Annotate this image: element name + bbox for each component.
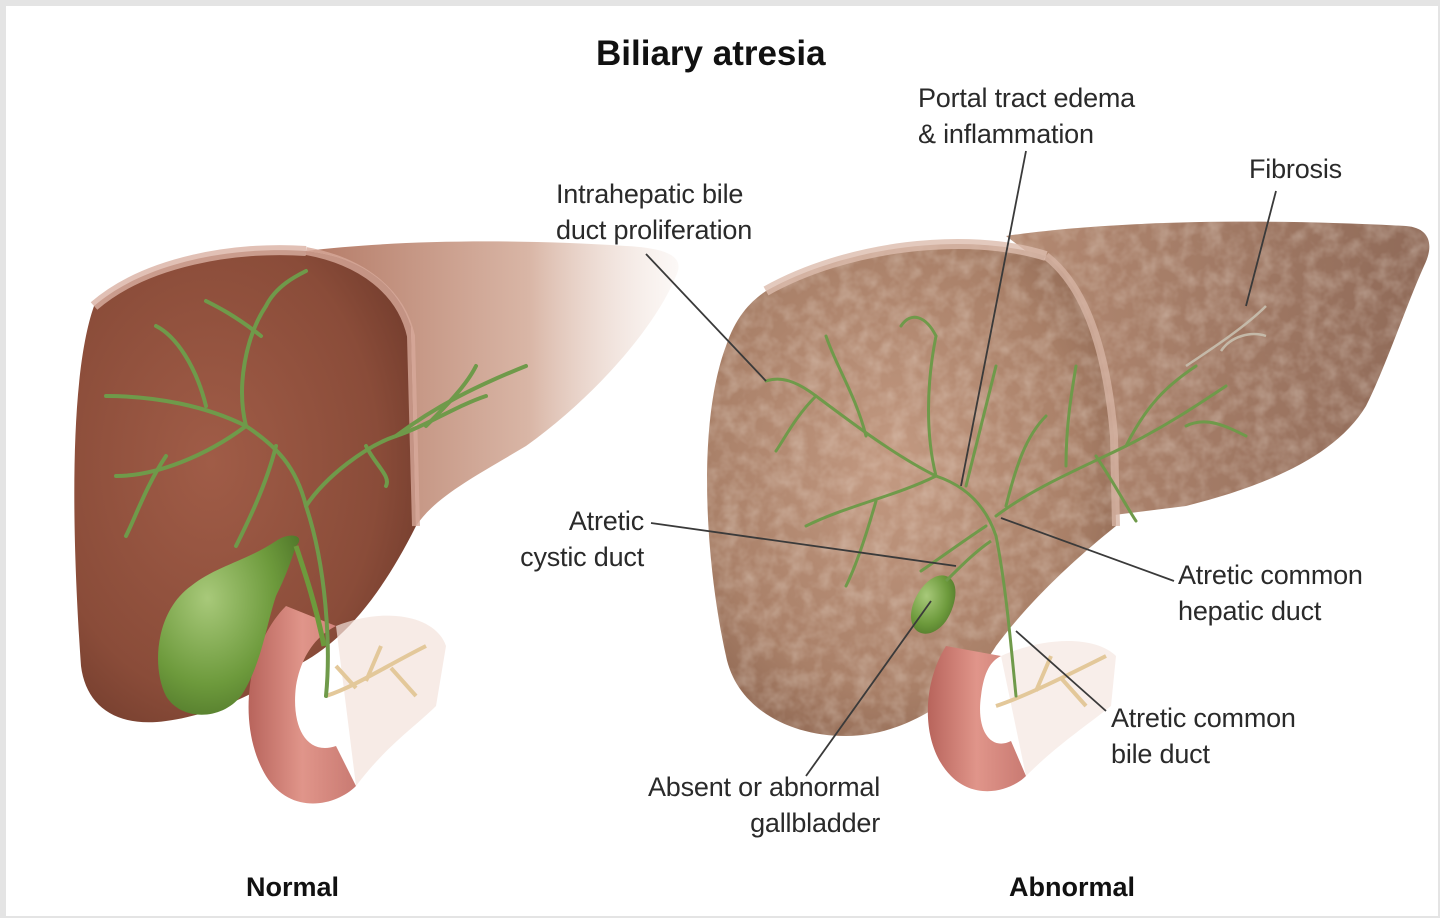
label-common-bile: Atretic common bile duct	[1111, 700, 1296, 772]
leader-gallbladder	[805, 600, 932, 777]
label-common-hepatic-line2: hepatic duct	[1178, 596, 1322, 626]
label-intrahepatic-line2: duct proliferation	[556, 215, 753, 245]
normal-gallbladder	[158, 535, 327, 715]
label-gallbladder: Absent or abnormal gallbladder	[566, 769, 880, 841]
fibrotic-ducts	[1185, 305, 1267, 368]
abnormal-liver-texture	[707, 221, 1430, 736]
normal-pancreatic-duct	[325, 644, 427, 698]
label-cystic-duct-line1: Atretic	[568, 506, 644, 536]
label-common-bile-line1: Atretic common	[1111, 703, 1296, 733]
abnormal-liver	[707, 221, 1430, 736]
leader-common-bile	[1015, 630, 1107, 712]
label-gallbladder-line2: gallbladder	[750, 808, 880, 838]
leader-lines	[645, 150, 1277, 777]
label-intrahepatic: Intrahepatic bile duct proliferation	[556, 176, 752, 248]
label-fibrosis: Fibrosis	[1249, 151, 1342, 187]
caption-abnormal: Abnormal	[1009, 872, 1136, 902]
normal-falciform-edge	[305, 247, 420, 527]
label-common-bile-line2: bile duct	[1111, 739, 1210, 769]
label-intrahepatic-line1: Intrahepatic bile	[556, 179, 744, 209]
label-portal-tract: Portal tract edema & inflammation	[918, 80, 1135, 152]
label-portal-tract-line1: Portal tract edema	[918, 83, 1136, 113]
abnormal-liver-rim	[763, 238, 1048, 296]
leader-common-hepatic	[1000, 517, 1175, 582]
normal-liver-rim	[90, 245, 307, 310]
abnormal-falciform-edge	[1043, 252, 1120, 527]
normal-liver-right-lobe	[306, 241, 679, 526]
label-portal-tract-line2: & inflammation	[918, 119, 1094, 149]
label-cystic-duct: Atretic cystic duct	[476, 503, 644, 575]
abnormal-duodenum	[927, 641, 1116, 792]
caption-normal: Normal	[246, 872, 340, 902]
abnormal-bile-ducts	[764, 315, 1248, 698]
normal-liver	[74, 241, 679, 723]
figure-title: Biliary atresia	[596, 34, 826, 73]
leader-fibrosis	[1245, 190, 1277, 307]
label-common-hepatic-line1: Atretic common	[1178, 560, 1363, 590]
label-common-hepatic: Atretic common hepatic duct	[1178, 557, 1363, 629]
label-fibrosis-line1: Fibrosis	[1249, 154, 1342, 184]
normal-bile-ducts	[104, 269, 528, 698]
leader-portal-tract	[960, 150, 1027, 487]
leader-cystic-duct	[650, 522, 957, 567]
abnormal-gallbladder	[911, 539, 992, 634]
leader-intrahepatic	[645, 253, 767, 382]
normal-liver-left-lobe	[74, 250, 416, 723]
label-cystic-duct-line2: cystic duct	[520, 542, 644, 572]
normal-duodenum	[248, 606, 446, 804]
illustration	[74, 150, 1430, 804]
label-gallbladder-line1: Absent or abnormal	[647, 772, 880, 802]
abnormal-pancreatic-duct	[995, 654, 1107, 708]
